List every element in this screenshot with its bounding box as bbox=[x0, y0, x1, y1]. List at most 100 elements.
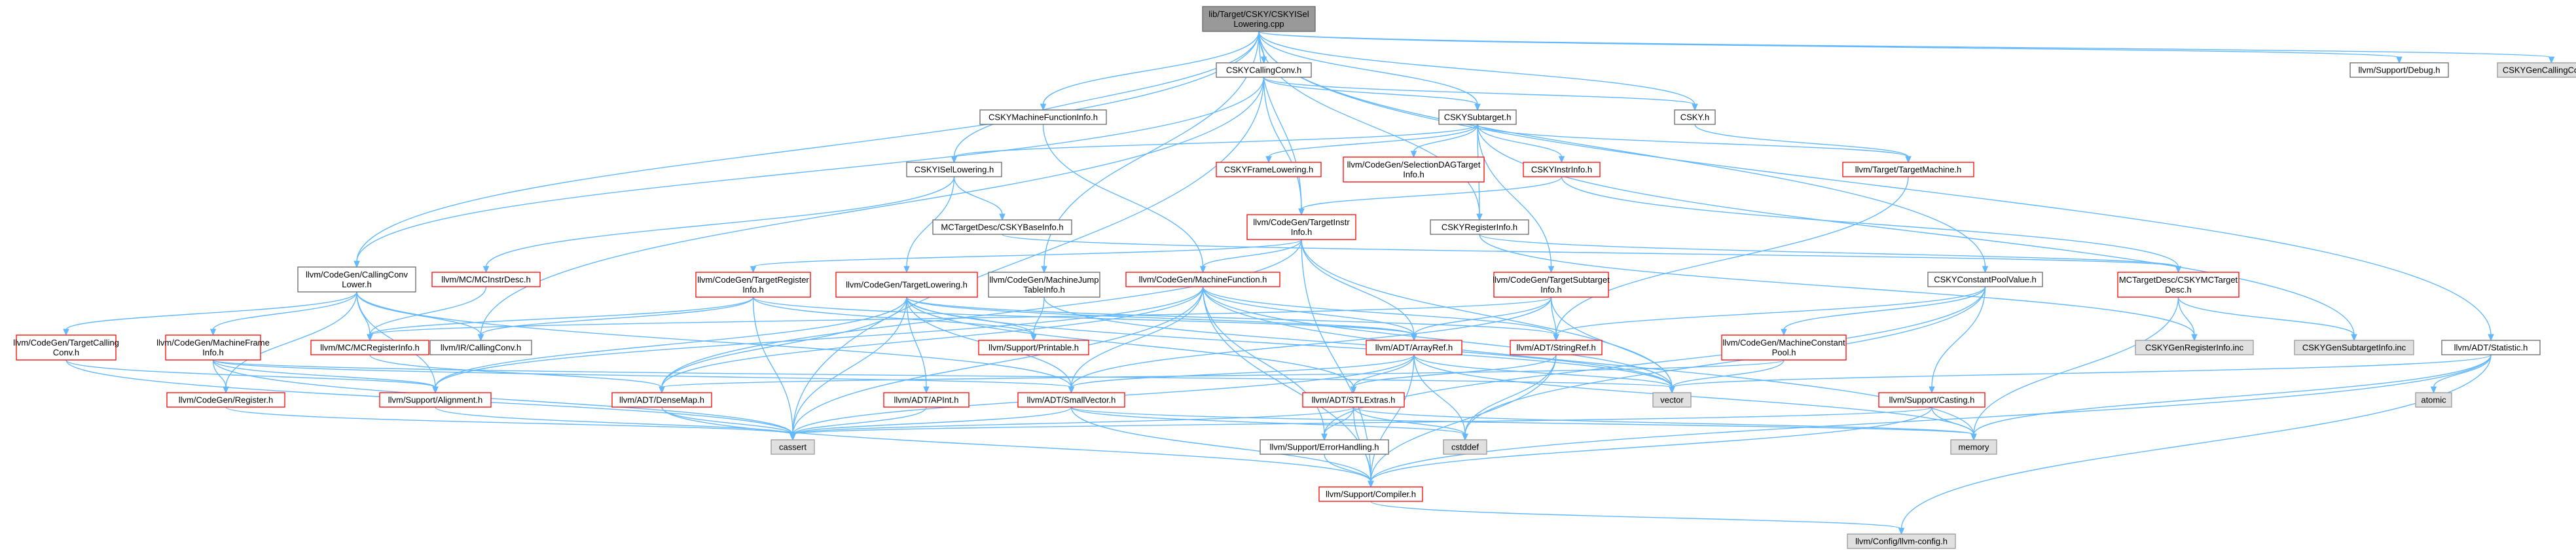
edge-root-to-debug bbox=[1258, 31, 2403, 64]
node-debug[interactable]: llvm/Support/Debug.h bbox=[2349, 62, 2449, 78]
node-box bbox=[431, 272, 541, 287]
edge-isellow-to-baseinfo bbox=[953, 176, 1006, 221]
node-label: llvm/Support/ErrorHandling.h bbox=[1270, 442, 1379, 452]
node-label: CSKYISelLowering.h bbox=[915, 165, 994, 175]
node-casting[interactable]: llvm/Support/Casting.h bbox=[1878, 392, 1986, 408]
node-framelow[interactable]: CSKYFrameLowering.h bbox=[1216, 162, 1322, 177]
node-label: MCTargetDesc/CSKYBaseInfo.h bbox=[941, 223, 1063, 232]
node-atomic[interactable]: atomic bbox=[2415, 392, 2452, 408]
edge-root-to-cpv bbox=[1258, 31, 1989, 274]
node-compiler[interactable]: llvm/Support/Compiler.h bbox=[1318, 486, 1423, 502]
node-densemap[interactable]: llvm/ADT/DenseMap.h bbox=[611, 392, 712, 408]
node-apint[interactable]: llvm/ADT/APInt.h bbox=[883, 392, 970, 408]
node-box bbox=[1017, 392, 1125, 408]
node-cpv[interactable]: CSKYConstantPoolValue.h bbox=[1927, 272, 2043, 287]
node-label: Lowering.cpp bbox=[1233, 19, 1284, 29]
node-label: llvm/MC/MCInstrDesc.h bbox=[441, 275, 531, 285]
edge-tri-to-mcreg bbox=[367, 296, 754, 342]
edge-subtarget-to-framelow bbox=[1265, 124, 1478, 164]
node-reginfo[interactable]: CSKYRegisterInfo.h bbox=[1430, 219, 1529, 235]
node-gensub[interactable]: CSKYGenSubtargetInfo.inc bbox=[2294, 340, 2414, 355]
node-instrinfo[interactable]: CSKYInstrInfo.h bbox=[1523, 162, 1601, 177]
node-label: memory bbox=[1959, 442, 1989, 452]
node-printable[interactable]: llvm/Support/Printable.h bbox=[978, 340, 1089, 355]
node-box bbox=[1438, 109, 1517, 125]
node-targetmachine[interactable]: llvm/Target/TargetMachine.h bbox=[1842, 162, 1974, 177]
node-isellow[interactable]: CSKYISelLowering.h bbox=[906, 162, 1002, 177]
node-label: llvm/CodeGen/MachineConstant bbox=[1722, 338, 1845, 348]
node-root[interactable]: lib/Target/CSKY/CSKYISelLowering.cpp bbox=[1202, 6, 1316, 32]
node-alignment[interactable]: llvm/Support/Alignment.h bbox=[379, 392, 492, 408]
node-vector[interactable]: vector bbox=[1652, 392, 1692, 408]
node-mcreg[interactable]: llvm/MC/MCRegisterInfo.h bbox=[310, 340, 429, 355]
node-label: llvm/CodeGen/TargetCalling bbox=[13, 338, 119, 348]
node-label: MCTargetDesc/CSKYMCTarget bbox=[2119, 275, 2238, 285]
node-box bbox=[2135, 340, 2254, 355]
node-label: Conv.h bbox=[53, 348, 79, 357]
node-callconv[interactable]: CSKYCallingConv.h bbox=[1216, 62, 1312, 78]
node-arrayref[interactable]: llvm/ADT/ArrayRef.h bbox=[1366, 340, 1462, 355]
node-cstddef[interactable]: cstddef bbox=[1443, 439, 1487, 455]
node-memory[interactable]: memory bbox=[1950, 439, 1997, 455]
node-mf[interactable]: llvm/CodeGen/MachineFunction.h bbox=[1125, 272, 1280, 287]
edge-mjt-to-printable bbox=[1030, 296, 1045, 342]
node-baseinfo[interactable]: MCTargetDesc/CSKYBaseInfo.h bbox=[932, 219, 1072, 235]
edge-subtarget-to-targetmachine bbox=[1477, 124, 1912, 164]
node-label: llvm/ADT/ArrayRef.h bbox=[1375, 343, 1453, 353]
node-box bbox=[2117, 272, 2240, 298]
edge-mctdesc-to-genreg bbox=[2177, 296, 2198, 342]
node-config[interactable]: llvm/Config/llvm-config.h bbox=[1847, 533, 1956, 549]
node-gencc[interactable]: CSKYGenCallingConv.inc bbox=[2497, 62, 2576, 78]
node-box bbox=[1493, 272, 1609, 298]
node-box bbox=[1443, 439, 1487, 455]
node-box bbox=[906, 162, 1002, 177]
node-box bbox=[1430, 219, 1529, 235]
edge-tl-to-cassert bbox=[789, 296, 907, 441]
node-stlextras[interactable]: llvm/ADT/STLExtras.h bbox=[1302, 392, 1405, 408]
node-label: Info.h bbox=[202, 348, 224, 357]
node-label: llvm/CodeGen/TargetSubtarget bbox=[1493, 275, 1610, 285]
node-smallvector[interactable]: llvm/ADT/SmallVector.h bbox=[1017, 392, 1125, 408]
node-label: CSKYInstrInfo.h bbox=[1531, 165, 1592, 175]
edge-statistic-to-memory bbox=[1970, 354, 2492, 441]
node-stringref[interactable]: llvm/ADT/StringRef.h bbox=[1510, 340, 1603, 355]
node-genreg[interactable]: CSKYGenRegisterInfo.inc bbox=[2135, 340, 2254, 355]
node-label: llvm/Support/Compiler.h bbox=[1326, 490, 1416, 499]
node-label: llvm/ADT/Statistic.h bbox=[2454, 343, 2528, 353]
node-box bbox=[16, 334, 117, 361]
node-register[interactable]: llvm/CodeGen/Register.h bbox=[166, 392, 285, 408]
node-errhandling[interactable]: llvm/Support/ErrorHandling.h bbox=[1260, 439, 1389, 455]
node-tl[interactable]: llvm/CodeGen/TargetLowering.h bbox=[835, 272, 978, 298]
edge-instrinfo-to-tii bbox=[1298, 176, 1563, 216]
node-box bbox=[2497, 62, 2576, 78]
node-statistic[interactable]: llvm/ADT/Statistic.h bbox=[2441, 340, 2541, 355]
node-ircc[interactable]: llvm/IR/CallingConv.h bbox=[429, 340, 532, 355]
node-label: CSKYFrameLowering.h bbox=[1224, 165, 1314, 175]
edge-root-to-gencc bbox=[1258, 31, 2555, 64]
node-cskyh[interactable]: CSKY.h bbox=[1674, 109, 1716, 125]
node-label: llvm/CodeGen/TargetLowering.h bbox=[846, 280, 968, 290]
node-label: llvm/CodeGen/CallingConv bbox=[306, 270, 408, 279]
edge-tii-to-tri bbox=[750, 239, 1302, 274]
node-mcinstrdesc[interactable]: llvm/MC/MCInstrDesc.h bbox=[431, 272, 541, 287]
node-box bbox=[978, 340, 1089, 355]
node-label: llvm/Config/llvm-config.h bbox=[1855, 537, 1948, 546]
edge-smallvector-to-memory bbox=[1070, 406, 1977, 441]
node-label: llvm/ADT/StringRef.h bbox=[1516, 343, 1595, 353]
node-subtarget[interactable]: CSKYSubtarget.h bbox=[1438, 109, 1517, 125]
node-label: cstddef bbox=[1451, 442, 1479, 452]
node-box bbox=[1366, 340, 1462, 355]
node-mfi[interactable]: CSKYMachineFunctionInfo.h bbox=[979, 109, 1107, 125]
node-cassert[interactable]: cassert bbox=[771, 439, 815, 455]
node-box bbox=[1125, 272, 1280, 287]
